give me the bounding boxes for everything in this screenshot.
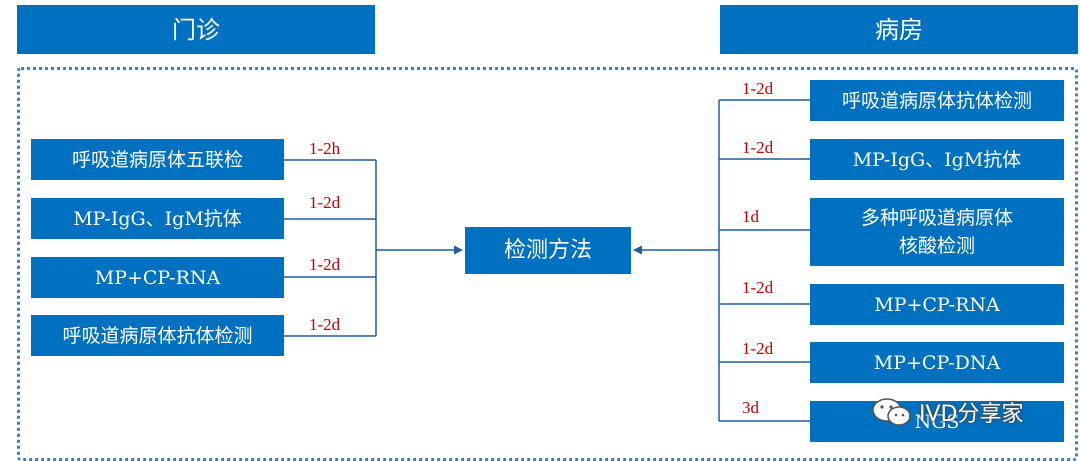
ward-item: MP+CP-DNA bbox=[810, 342, 1064, 383]
outpatient-time-label: 1-2h bbox=[309, 139, 341, 158]
watermark: IVD分享家 bbox=[871, 396, 1023, 428]
ward-item: NGS bbox=[810, 401, 1064, 442]
ward-time-label: 1-2d bbox=[742, 339, 774, 358]
ward-time-label: 1d bbox=[742, 207, 759, 226]
ward-time-label: 3d bbox=[742, 398, 759, 417]
outpatient-time-label: 1-2d bbox=[309, 255, 341, 274]
wechat-icon bbox=[872, 398, 911, 426]
outpatient-header: 门诊 bbox=[17, 5, 375, 54]
detection-methods-box: 检测方法 bbox=[465, 227, 631, 274]
ward-item: MP+CP-RNA bbox=[810, 284, 1064, 325]
outpatient-time-label: 1-2d bbox=[309, 315, 341, 334]
outpatient-item: MP-IgG、IgM抗体 bbox=[31, 198, 284, 239]
outpatient-item: 呼吸道病原体五联检 bbox=[31, 139, 284, 180]
outpatient-connectors bbox=[284, 159, 463, 337]
ward-header: 病房 bbox=[720, 5, 1078, 54]
ward-time-label: 1-2d bbox=[742, 79, 774, 98]
ward-item: MP-IgG、IgM抗体 bbox=[810, 139, 1064, 180]
ward-item: 多种呼吸道病原体 核酸检测 bbox=[810, 198, 1064, 266]
diagram-frame bbox=[17, 67, 1078, 461]
outpatient-item: 呼吸道病原体抗体检测 bbox=[31, 315, 284, 356]
ward-time-label: 1-2d bbox=[742, 138, 774, 157]
ward-item: 呼吸道病原体抗体检测 bbox=[810, 80, 1064, 121]
ward-time-label: 1-2d bbox=[742, 278, 774, 297]
ward-connectors bbox=[633, 99, 810, 422]
watermark-text: IVD分享家 bbox=[919, 402, 1024, 427]
outpatient-item: MP+CP-RNA bbox=[31, 257, 284, 298]
outpatient-time-label: 1-2d bbox=[309, 193, 341, 212]
